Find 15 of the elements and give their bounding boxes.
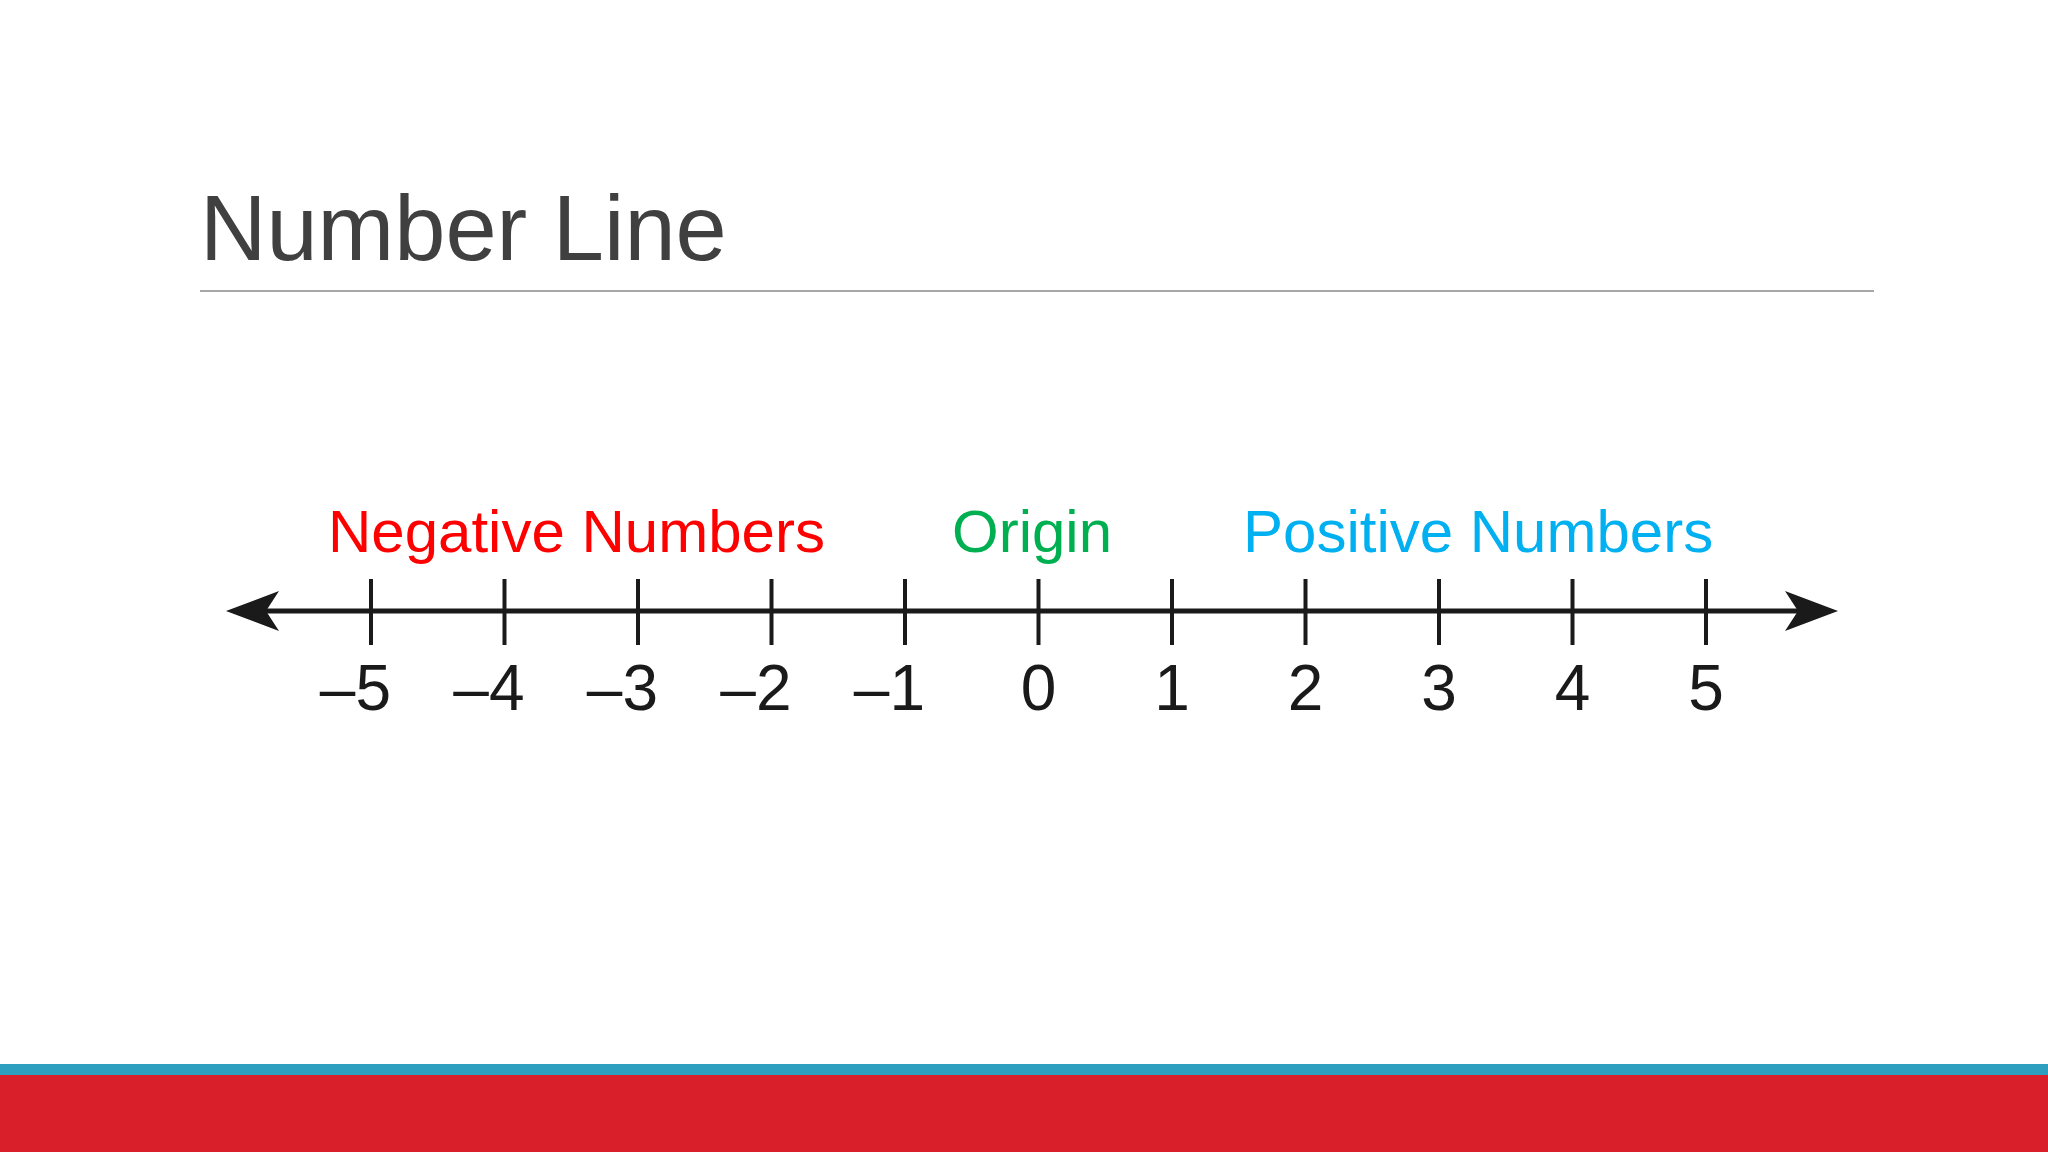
region-label: Negative Numbers [328, 502, 825, 562]
tick-label: –1 [853, 656, 925, 720]
tick-label: 5 [1688, 656, 1724, 720]
tick-label: –2 [720, 656, 792, 720]
tick-label: 4 [1554, 656, 1591, 720]
tick-label: 1 [1154, 656, 1190, 720]
tick-label: –4 [453, 656, 525, 720]
tick-label: 2 [1287, 656, 1324, 720]
region-label: Positive Numbers [1243, 502, 1714, 562]
slide-title: Number Line [200, 182, 727, 274]
tick-label: 0 [1020, 656, 1057, 720]
region-label: Origin [952, 502, 1113, 562]
tick-label: –3 [586, 656, 658, 720]
tick-label: 3 [1421, 656, 1457, 720]
tick-label: –5 [319, 656, 391, 720]
